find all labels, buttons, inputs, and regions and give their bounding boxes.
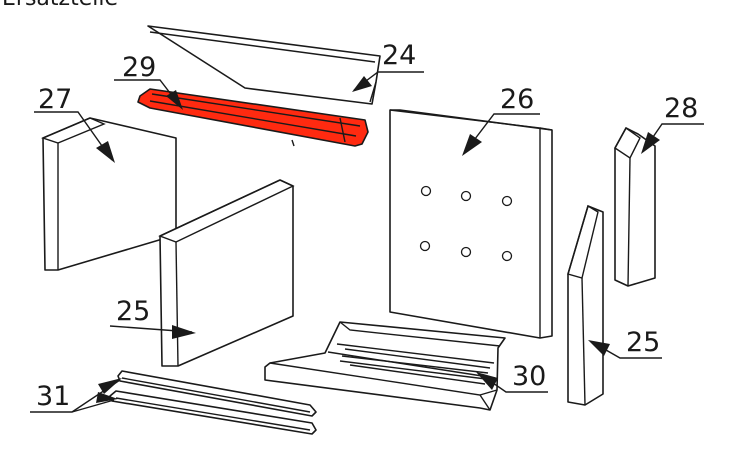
callout-number: 24: [382, 40, 416, 71]
part-31-rails[interactable]: [109, 370, 317, 435]
callout-28: 28: [641, 93, 704, 154]
part-25-right-brick[interactable]: [567, 204, 604, 406]
part-25-left-brick[interactable]: [158, 179, 295, 367]
callout-25-right: 25: [588, 327, 662, 359]
hole: [419, 240, 431, 252]
callout-31: 31: [30, 378, 122, 413]
callout-number: 28: [664, 93, 698, 124]
callout-number: 30: [512, 361, 546, 392]
callout-number: 26: [500, 84, 534, 115]
callout-number: 27: [38, 84, 72, 115]
hole: [420, 185, 432, 197]
part-29-grate-bar[interactable]: [137, 88, 369, 147]
callout-30: 30: [476, 361, 548, 393]
part-26-back-plate[interactable]: [389, 109, 553, 339]
hole: [460, 246, 472, 258]
part-28-right-brick[interactable]: [614, 126, 656, 287]
hole: [460, 190, 472, 202]
callout-29: 29: [114, 52, 183, 110]
callout-24: 24: [352, 40, 424, 92]
hole: [501, 195, 513, 207]
callout-number: 25: [626, 327, 660, 358]
hole: [501, 250, 513, 262]
callout-number: 25: [116, 296, 150, 327]
callout-25-left: 25: [109, 296, 196, 339]
callout-26: 26: [462, 84, 540, 156]
callout-number: 29: [122, 52, 156, 83]
part-27-side-brick[interactable]: [41, 117, 177, 271]
cropped-header-text: Ersatzteile: [2, 0, 118, 11]
callout-27: 27: [34, 84, 115, 163]
part-24-baffle[interactable]: [147, 25, 381, 105]
part-30-grate-tray[interactable]: [264, 321, 506, 411]
callout-number: 31: [36, 381, 70, 412]
